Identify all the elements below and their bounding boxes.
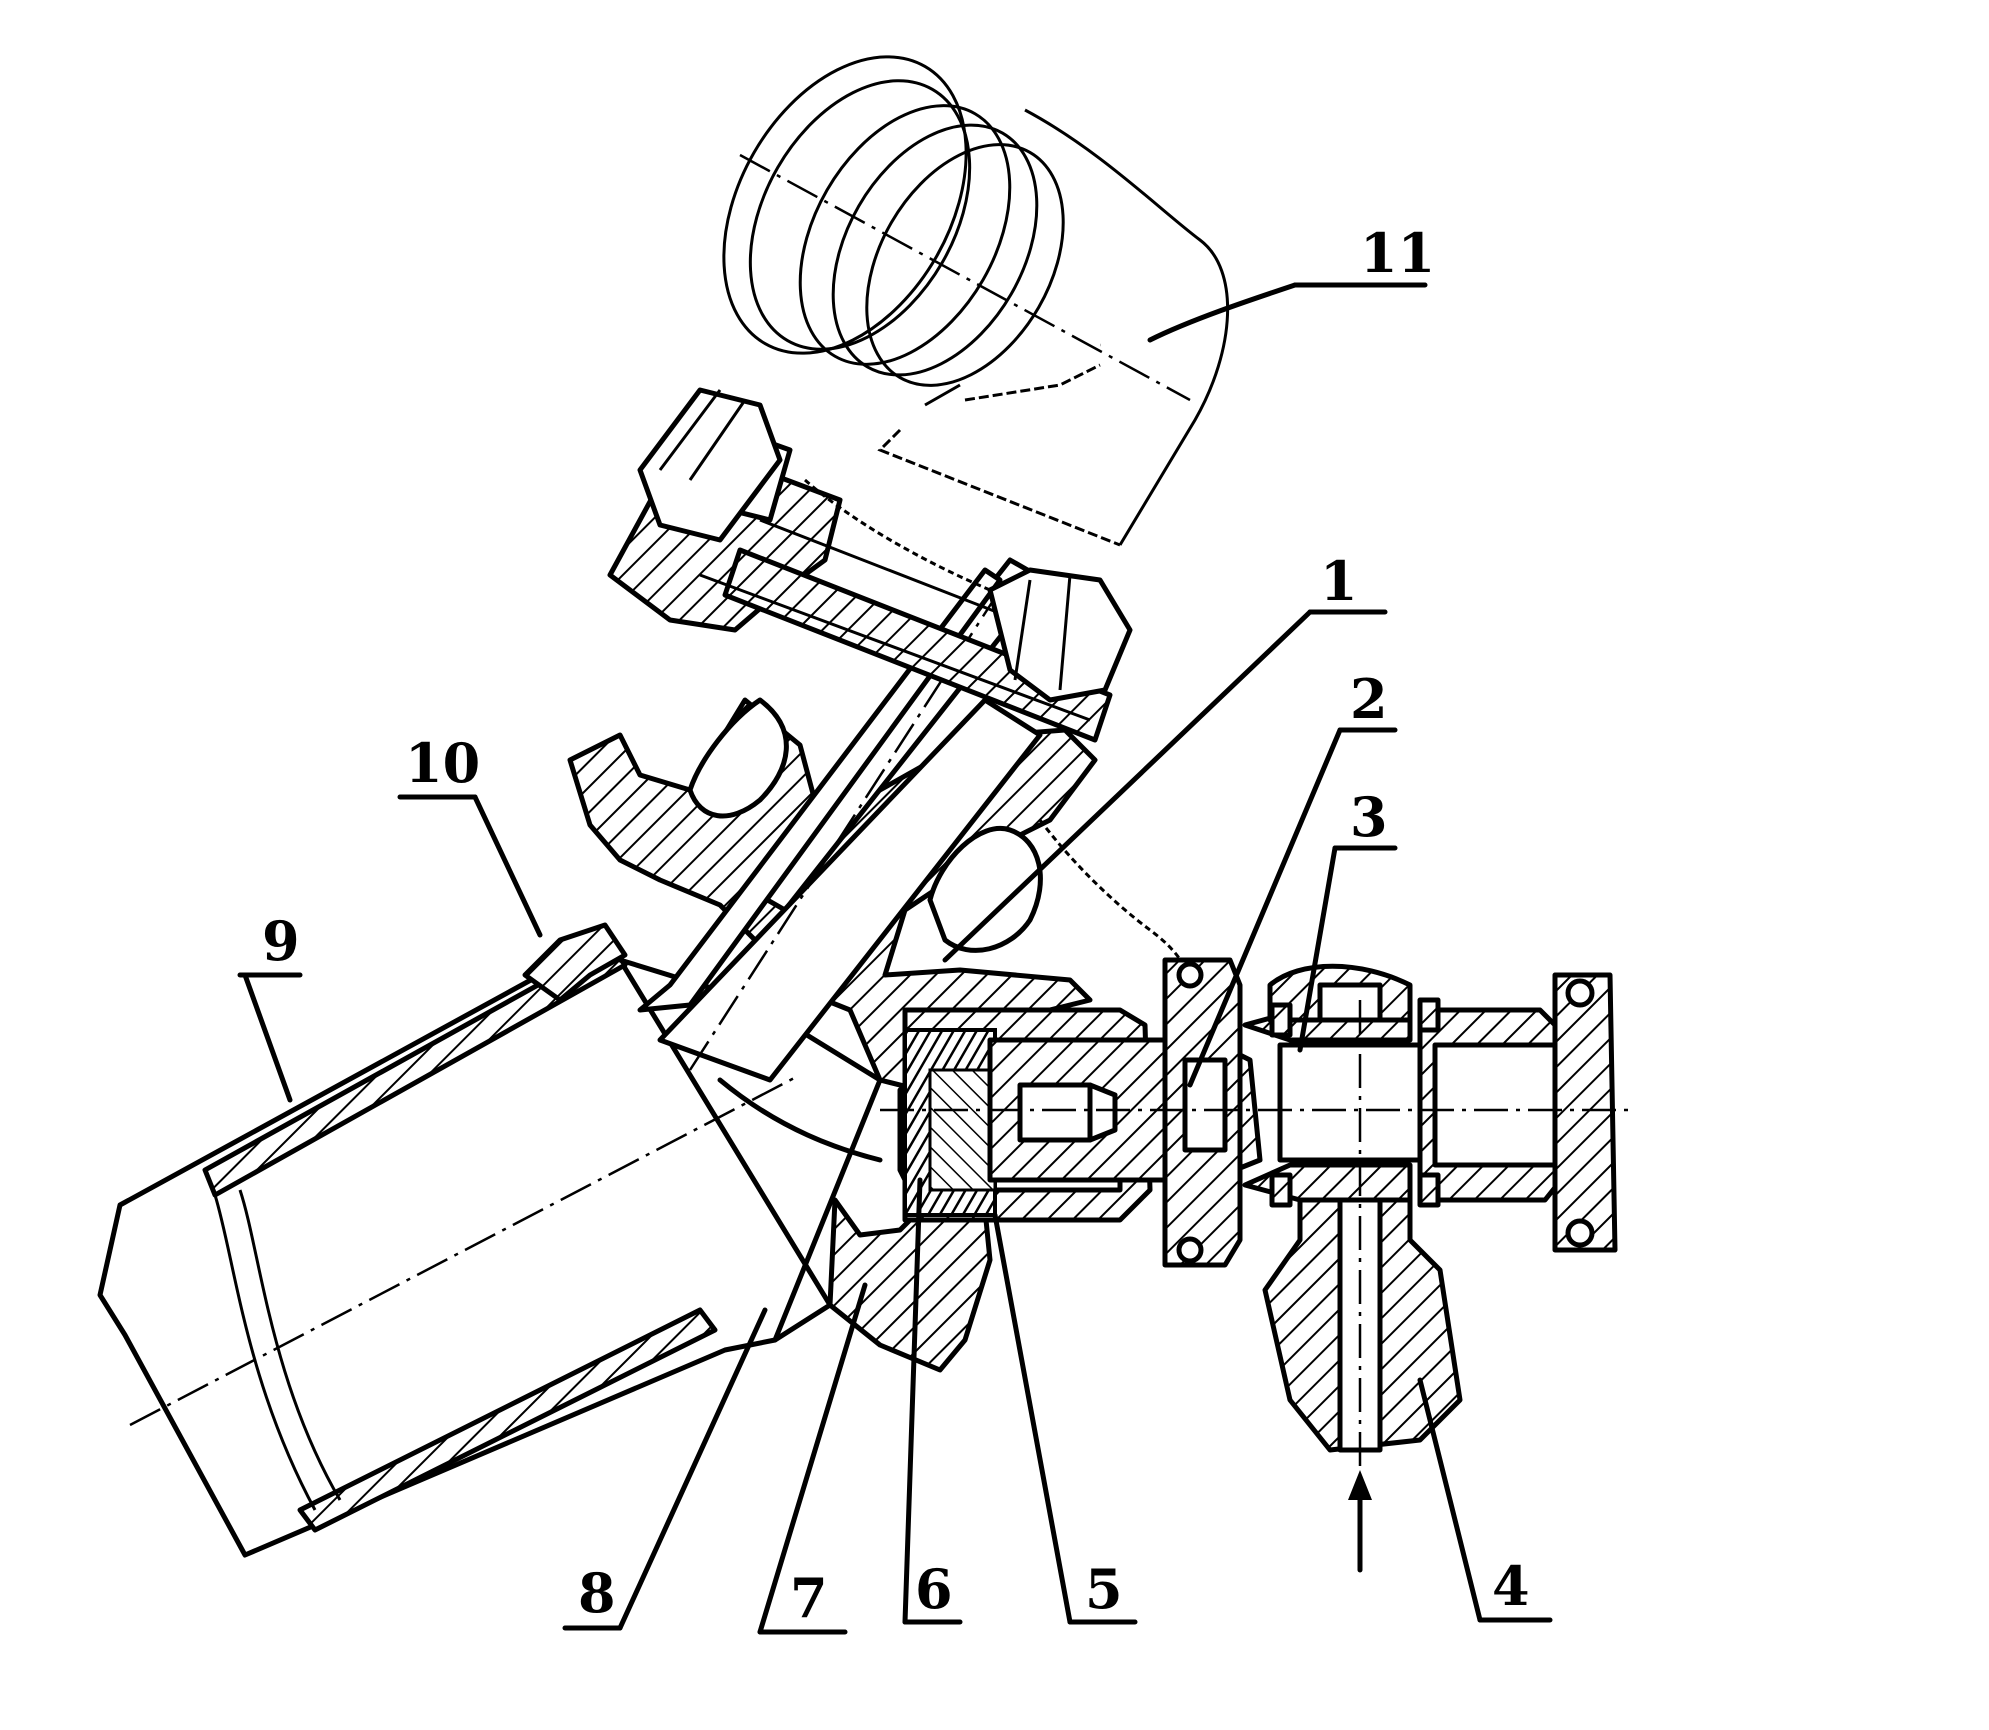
leader-8 <box>617 1307 768 1631</box>
leader-6 <box>902 1177 923 1625</box>
callout-8: 8 <box>578 1561 616 1625</box>
leader-5 <box>992 1212 1073 1625</box>
callout-1: 1 <box>1320 549 1358 613</box>
callout-11: 11 <box>1360 221 1435 285</box>
callout-5: 5 <box>1085 1557 1123 1621</box>
leader-4 <box>1417 1377 1483 1623</box>
callout-2: 2 <box>1350 667 1388 731</box>
callout-10: 10 <box>405 731 480 795</box>
leader-7 <box>757 1282 868 1635</box>
clamp-assembly <box>607 387 1197 991</box>
cup-outline <box>722 55 1230 547</box>
leader-2 <box>1187 727 1343 1088</box>
callout-9: 9 <box>262 909 300 973</box>
callout-labels: 11 1 2 3 4 5 6 7 8 9 10 <box>262 221 1530 1630</box>
callout-4: 4 <box>1492 1554 1530 1618</box>
nozzle-barrel <box>97 922 883 1558</box>
callout-6: 6 <box>915 1557 953 1621</box>
leader-lines <box>237 282 1553 1635</box>
callout-3: 3 <box>1350 785 1388 849</box>
leader-1 <box>942 609 1313 963</box>
callout-7: 7 <box>790 1566 828 1630</box>
leader-3 <box>1297 845 1338 1053</box>
leader-11 <box>1147 282 1298 343</box>
valve-assembly <box>880 957 1630 1573</box>
leader-9 <box>242 972 293 1103</box>
leader-10 <box>472 794 543 938</box>
